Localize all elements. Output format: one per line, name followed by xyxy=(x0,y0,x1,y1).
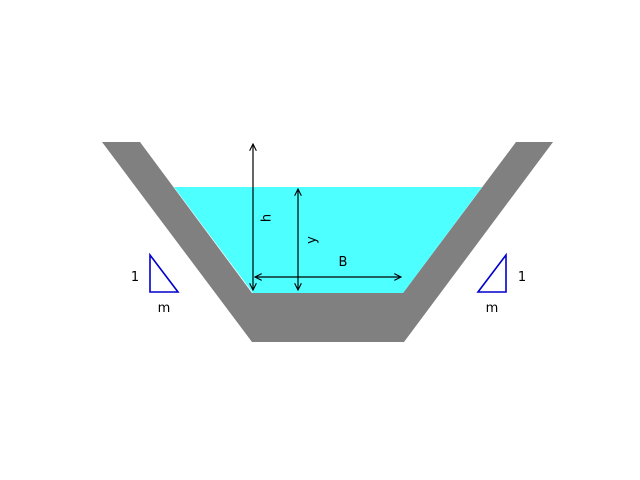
water-depth-label: y xyxy=(305,236,320,244)
right-slope-triangle xyxy=(476,252,507,293)
left-slope-horizontal-label: m xyxy=(158,301,171,316)
channel-wall xyxy=(102,142,553,342)
right-slope-horizontal-label: m xyxy=(486,301,499,316)
total-depth-label: h xyxy=(260,214,275,222)
bottom-width-label: B xyxy=(339,255,348,270)
right-slope-vertical-label: 1 xyxy=(518,270,526,285)
left-slope-triangle xyxy=(149,252,180,293)
left-slope-vertical-label: 1 xyxy=(131,270,139,285)
